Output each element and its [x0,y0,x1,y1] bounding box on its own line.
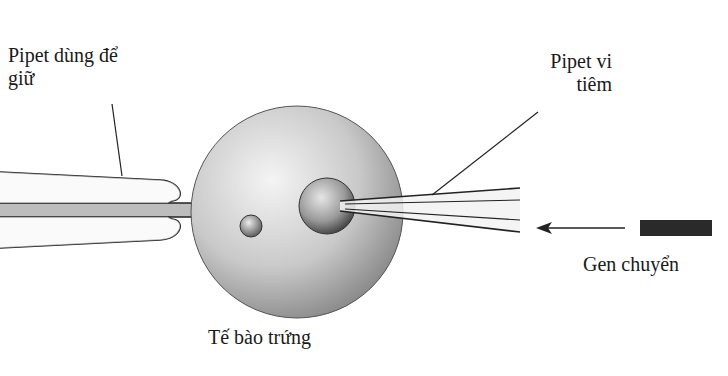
holding-pipette [0,172,200,248]
injection-pipette [340,188,520,232]
part-label: Pipet dùng để giữ [8,44,128,90]
leader-line [432,112,538,195]
transgene-bar [640,220,712,236]
part-label: Pipet vi tiêm [532,50,612,96]
leader-line [112,104,122,176]
part-label: Tế bào trứng [208,326,368,349]
gene-arrow [536,222,625,234]
part-label: Gen chuyển [583,253,723,276]
